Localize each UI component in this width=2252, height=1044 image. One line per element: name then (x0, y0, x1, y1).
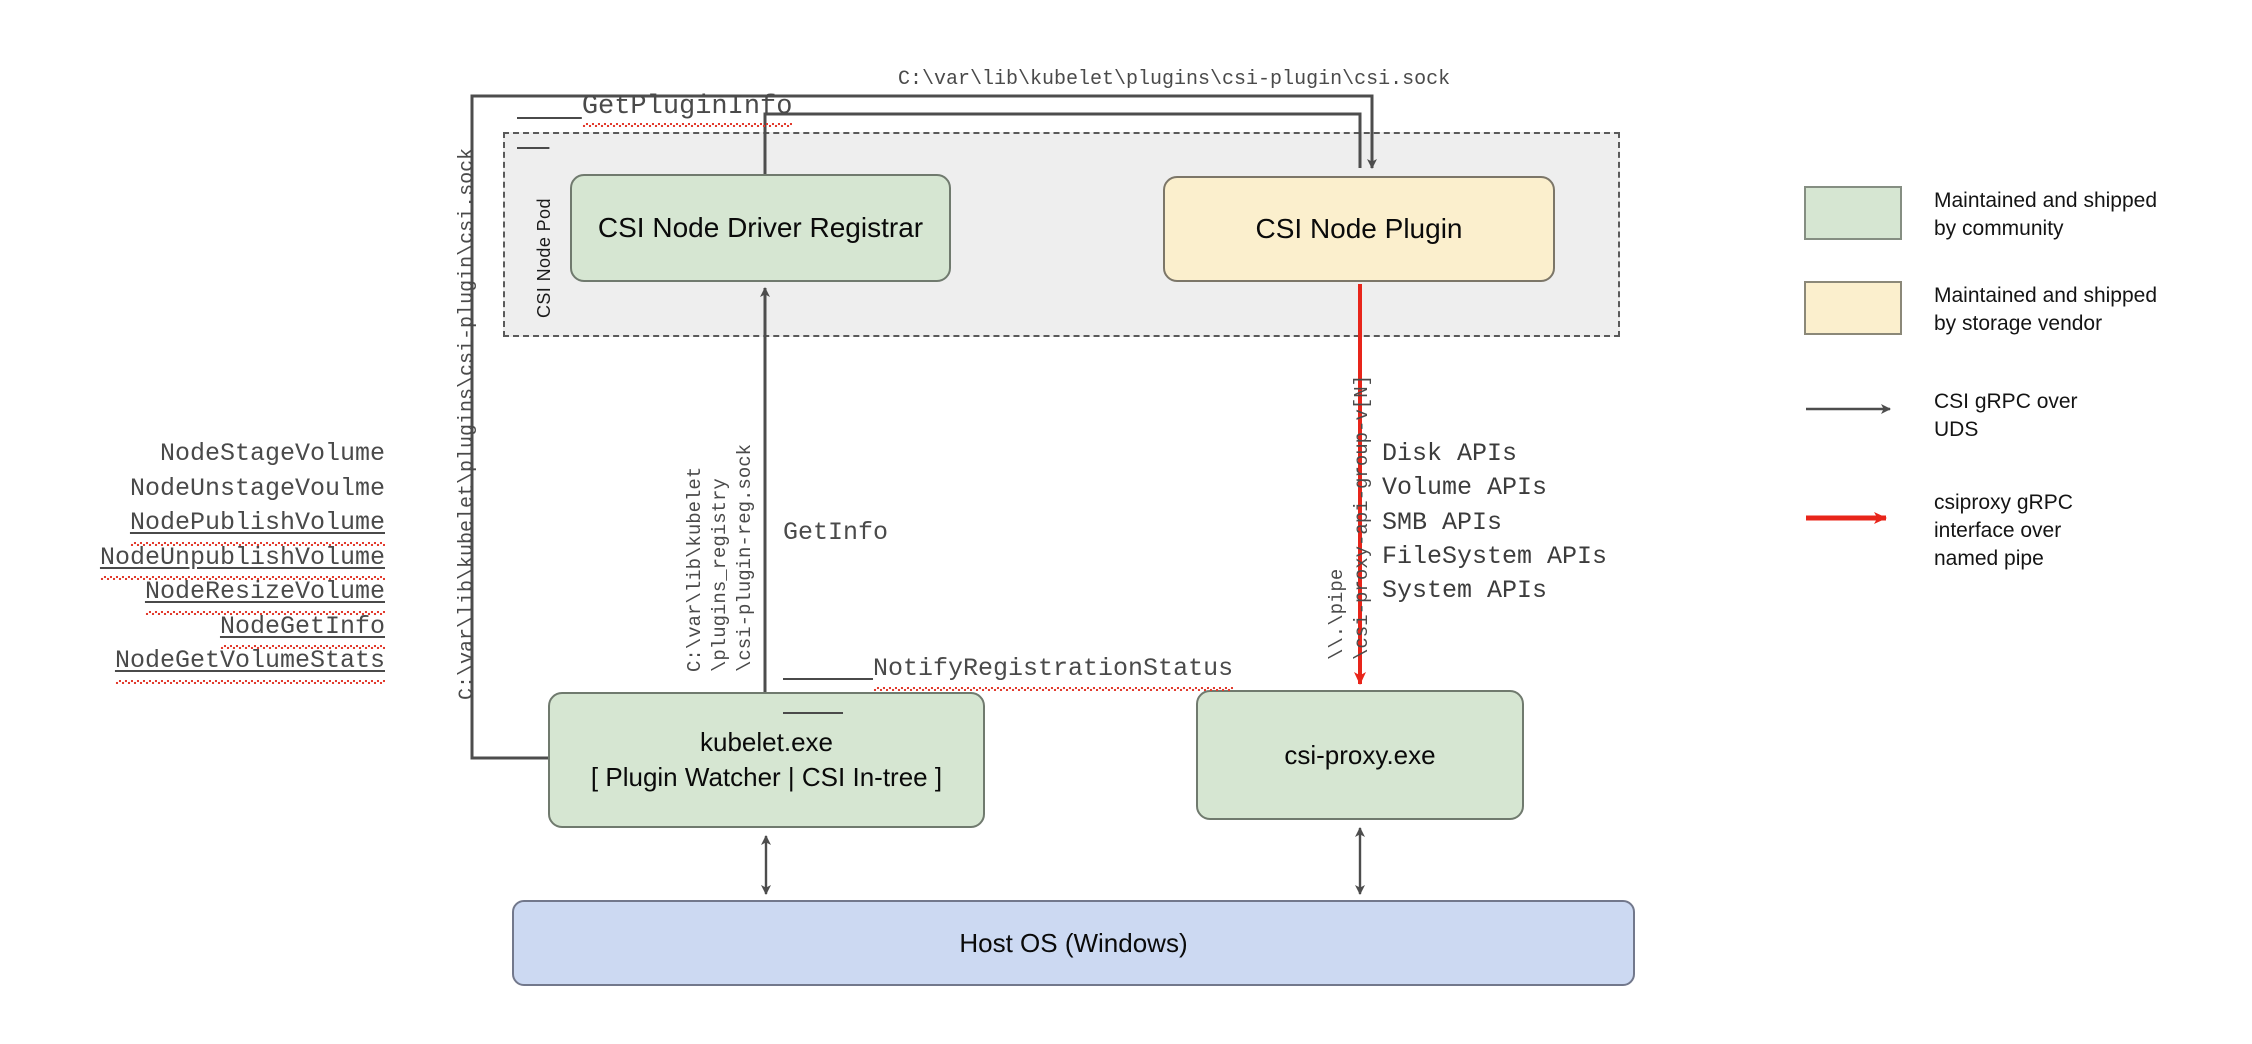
node-csi-node-plugin-label: CSI Node Plugin (1255, 213, 1463, 245)
node-host-os[interactable]: Host OS (Windows) (512, 900, 1635, 986)
legend-item-storage-vendor: Maintained and shipped by storage vendor (1804, 281, 2157, 338)
node-csi-node-driver-registrar-label: CSI Node Driver Registrar (597, 212, 924, 244)
csi-node-pod-label: CSI Node Pod (534, 198, 554, 318)
csi-proxy-api-item: System APIs (1382, 576, 1548, 605)
node-kubelet-exe-label: kubelet.exe [ Plugin Watcher | CSI In-tr… (591, 725, 942, 795)
arrow-red-icon (1806, 512, 1887, 524)
vlabel-csi-plugin-socket-path: C:\var\lib\kubelet\plugins\csi-plugin\cs… (456, 147, 479, 700)
legend-item-csiproxy-named-pipe: csiproxy gRPC interface over named pipe (1804, 489, 2073, 573)
arrow-gray-icon (1806, 404, 1891, 414)
node-host-os-label: Host OS (Windows) (959, 927, 1188, 958)
legend-arrow-red-cell (1804, 489, 1902, 543)
csi-proxy-api-item: Disk APIs (1382, 439, 1518, 468)
label-notify-registration-status: NotifyRegistrationStatus (873, 652, 1234, 691)
node-operation-item: NodePublishVolume (80, 506, 386, 545)
node-operation-label: NodeStageVolume (159, 439, 385, 468)
node-csi-proxy-exe[interactable]: csi-proxy.exe (1196, 690, 1524, 820)
node-csi-node-plugin[interactable]: CSI Node Plugin (1163, 176, 1555, 282)
label-csi-sock-path-top: C:\var\lib\kubelet\plugins\csi-plugin\cs… (898, 68, 1451, 91)
node-operation-label: NodeUnpublishVolume (99, 541, 386, 580)
node-operation-label: NodeUnstageVoulme (129, 473, 385, 503)
legend-swatch-yellow (1804, 281, 1902, 335)
legend-label-storage-vendor: Maintained and shipped by storage vendor (1934, 284, 2158, 335)
legend-swatch-green (1804, 186, 1902, 240)
legend-label-community: Maintained and shipped by community (1934, 189, 2158, 240)
legend-label-csiproxy-named-pipe: csiproxy gRPC interface over named pipe (1934, 491, 2073, 570)
node-operation-label: NodeGetInfo (219, 610, 386, 649)
label-get-plugin-info-text: GetPluginInfo (581, 92, 793, 127)
node-operation-item: NodeGetInfo (80, 610, 386, 649)
node-operation-item: NodeResizeVolume (80, 575, 386, 614)
node-kubelet-line2: [ Plugin Watcher | CSI In-tree ] (590, 762, 943, 792)
node-csi-node-driver-registrar[interactable]: CSI Node Driver Registrar (570, 174, 951, 282)
csi-proxy-api-item: FileSystem APIs (1382, 541, 1608, 571)
node-kubelet-exe[interactable]: kubelet.exe [ Plugin Watcher | CSI In-tr… (548, 692, 985, 828)
legend-item-csi-grpc-uds: CSI gRPC over UDS (1804, 382, 2078, 444)
node-operation-item: NodeUnstageVoulme (80, 472, 385, 507)
legend-label-csi-grpc-uds: CSI gRPC over UDS (1934, 390, 2078, 441)
node-operation-item: NodeStageVolume (80, 437, 385, 472)
legend-item-community: Maintained and shipped by community (1804, 186, 2157, 243)
label-get-plugin-info: GetPluginInfo (517, 62, 792, 152)
node-operation-item: NodeGetVolumeStats (80, 644, 386, 683)
label-getinfo: GetInfo (783, 518, 889, 547)
vlabel-named-pipe-path: \\.\pipe \csi-proxy-api-group-v[N] (1326, 374, 1374, 660)
vlabel-plugins-registry-path: C:\var\lib\kubelet \plugins_registry \cs… (684, 443, 757, 672)
node-operation-label: NodeResizeVolume (144, 575, 386, 614)
legend-arrow-gray-cell (1804, 382, 1902, 436)
csi-proxy-api-item: Volume APIs (1382, 473, 1548, 503)
node-operation-item: NodeUnpublishVolume (80, 541, 386, 580)
node-kubelet-line1: kubelet.exe (700, 727, 833, 758)
label-registration-calls: GetInfo NotifyRegistrationStatus (783, 448, 1234, 788)
node-csi-proxy-exe-label: csi-proxy.exe (1284, 739, 1436, 770)
node-operation-label: NodeGetVolumeStats (114, 644, 386, 683)
node-operation-label: NodePublishVolume (129, 506, 386, 545)
csi-proxy-api-item: SMB APIs (1382, 507, 1503, 537)
